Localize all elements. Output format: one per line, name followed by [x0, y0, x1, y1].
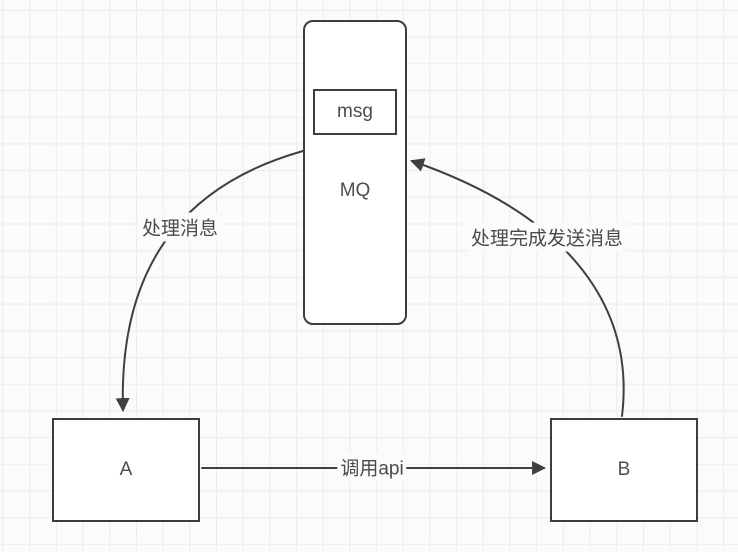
mq-label: MQ	[339, 180, 371, 201]
node-a-label: A	[119, 459, 133, 480]
edge-b-to-mq	[410, 158, 625, 417]
node-b: B	[550, 418, 698, 522]
node-b-label: B	[617, 459, 631, 480]
node-mq: msg MQ	[303, 20, 407, 325]
edge-label-a-to-b: 调用api	[337, 452, 407, 482]
edge-label-b-to-mq: 处理完成发送消息	[467, 222, 627, 252]
node-msg: msg	[313, 89, 397, 135]
edge-label-mq-to-a: 处理消息	[138, 212, 222, 242]
edge-mq-to-a	[115, 150, 304, 413]
msg-label: msg	[337, 101, 373, 122]
node-a: A	[52, 418, 200, 522]
